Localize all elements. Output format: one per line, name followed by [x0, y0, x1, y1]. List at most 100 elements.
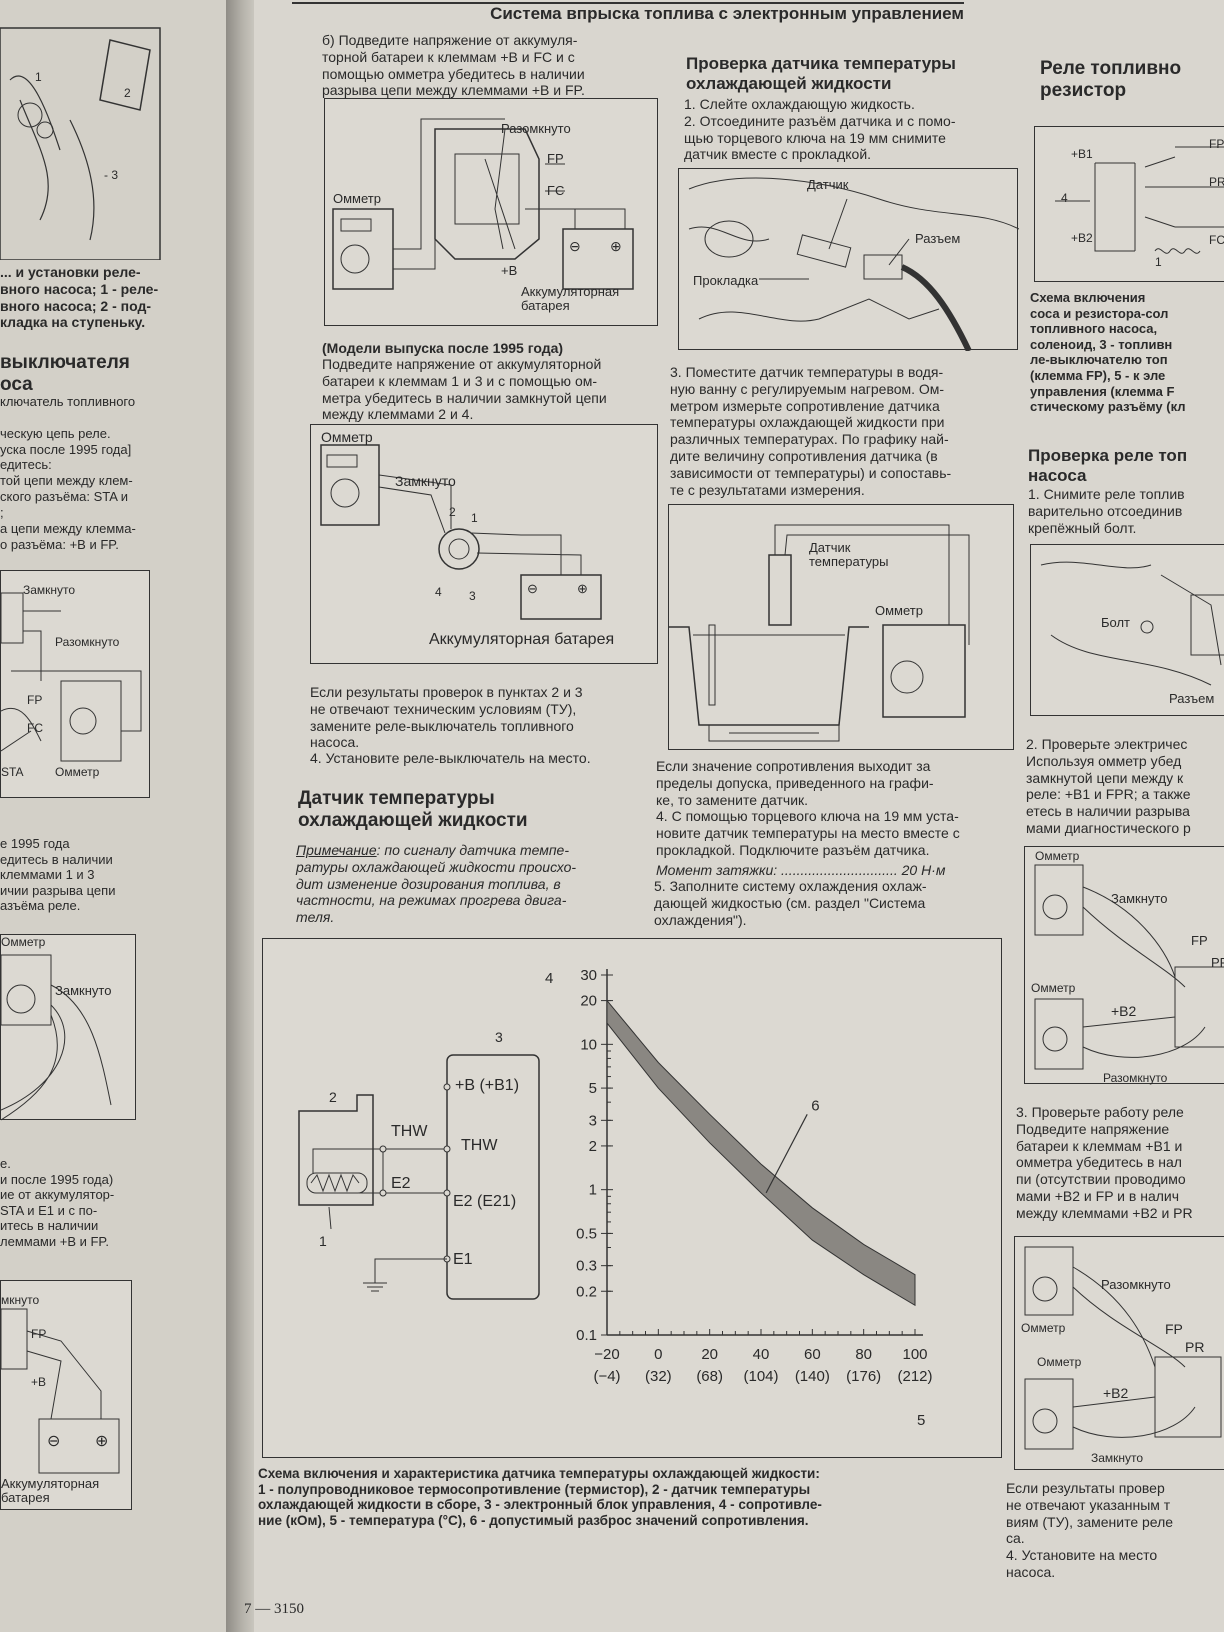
chart-x-tick-label-f: (176) [846, 1368, 881, 1385]
fig-h-open: Разомкнуто [1101, 1277, 1171, 1292]
col1-step4: 4. Установите реле-выключатель на место. [310, 750, 591, 766]
col3-figure-g: Омметр Замкнуто FP PR Омметр +B2 Разомкн… [1024, 846, 1224, 1085]
fig-b-n2: 2 [449, 505, 456, 519]
fig-h-b2: +B2 [1103, 1385, 1129, 1401]
fig-b-n4: 4 [435, 585, 442, 599]
note-label: Примечание [296, 842, 377, 858]
fig-d-ohmmeter: Омметр [875, 603, 923, 618]
left-fig1-sta: STA [1, 765, 24, 779]
fig-g-ohmmeter1: Омметр [1035, 849, 1080, 863]
fig-g-fp: FP [1191, 933, 1208, 948]
fig-g-pr: PR [1211, 955, 1224, 970]
chart-x-tick-label-f: (68) [696, 1368, 723, 1385]
chart-x-tick-label-f: (212) [897, 1368, 932, 1385]
fig-a-battery: Аккумуляторная батарея [521, 284, 620, 314]
chart-y-tick-label: 0.5 [576, 1225, 597, 1242]
left-fig1-ohmmeter: Омметр [55, 765, 100, 779]
fig-e-b2: +B2 [1071, 231, 1093, 245]
col3-step3: 3. Проверьте работу реле Подведите напря… [1016, 1104, 1193, 1221]
left-callout-1: 1 [35, 70, 42, 84]
chart-x-tick-label: −20 [594, 1346, 619, 1363]
note-text: : по сигналу датчика темпе- ратуры охлаж… [296, 842, 577, 926]
left-fig1-fc: FC [27, 721, 43, 735]
chart-y-tick-label: 20 [580, 993, 597, 1010]
chart-y-axis-label: 4 [545, 970, 553, 987]
chart-y-tick-label: 1 [589, 1182, 597, 1199]
col1-para-b: б) Подведите напряжение от аккумуля- тор… [322, 32, 585, 99]
left-fig3-battery: Аккумуляторная батарея [1, 1476, 100, 1506]
chart-x-tick-label-f: (140) [795, 1368, 830, 1385]
fig-a-plus-icon: ⊕ [610, 238, 622, 254]
fig-b-n3: 3 [469, 589, 476, 603]
fig-b-battery: Аккумуляторная батарея [429, 631, 615, 648]
chart-y-tick-label: 3 [589, 1112, 597, 1129]
left-fig3-plus-icon: ⊕ [95, 1433, 109, 1450]
col2-step3: 3. Поместите датчик температуры в водя- … [670, 364, 952, 498]
left-fig1-fp: FP [27, 693, 43, 707]
fig-b-closed: Замкнуто [395, 473, 456, 489]
col1-models-text: Подведите напряжение от аккумуляторной б… [322, 356, 607, 423]
chart-x-tick-label-f: (104) [743, 1368, 778, 1385]
left-figure-3: мкнуто FP +B ⊖ ⊕ Аккумуляторная батарея [0, 1280, 132, 1510]
left-caption-fragment: ... и установки реле- вного насоса; 1 - … [0, 264, 159, 331]
col1-models-heading: (Модели выпуска после 1995 года) [322, 340, 564, 356]
circuit-diagram [298, 1054, 540, 1300]
fig-c-sensor: Датчик [807, 177, 849, 192]
fig-a-minus-icon: ⊖ [569, 238, 581, 254]
col3-figure-f: Болт Разъем [1030, 544, 1224, 716]
fig-a-ohmmeter: Омметр [333, 191, 381, 206]
fig-e-n1: 1 [1155, 255, 1162, 269]
left-callout-2: 2 [124, 86, 131, 100]
left-fig3-fp: FP [31, 1327, 47, 1341]
fig-a-fp: FP [547, 151, 564, 166]
col2-text-after: Если значение сопротивления выходит за п… [656, 758, 960, 858]
sensor-figure: 2 3 1 THW E2 +B (+B1) THW E2 (E21) E1 30… [262, 938, 1002, 1458]
left-figure-1: Замкнуто Разомкнуто FP FC STA Омметр [0, 570, 150, 798]
left-top-drawing [0, 27, 161, 260]
chart-x-tick-label: 100 [902, 1346, 927, 1363]
circuit-thw: THW [391, 1123, 428, 1140]
fig-c-gasket: Прокладка [693, 273, 759, 288]
chart-y-tick-label: 0.2 [576, 1283, 597, 1300]
circuit-term-e1: E1 [453, 1251, 473, 1268]
col3-heading: Реле топливно резистор [1040, 58, 1182, 101]
chart-x-axis-label: 5 [917, 1412, 925, 1429]
left-text-3: е. и после 1995 года) ие от аккумулятор-… [0, 1156, 115, 1249]
fig-d-sensor: Датчик температуры [809, 540, 889, 570]
chart-tolerance-band [606, 999, 916, 1307]
chart-x-tick-label-f: (32) [645, 1368, 672, 1385]
fig-g-b2: +B2 [1111, 1003, 1137, 1019]
fig-g-open: Разомкнуто [1103, 1071, 1168, 1085]
left-text-1: ключатель топливного ческую цепь реле. у… [0, 394, 136, 552]
circuit-term-e2: E2 (E21) [453, 1193, 517, 1210]
fig-h-closed: Замкнуто [1091, 1451, 1144, 1465]
fig-g-ohmmeter2: Омметр [1031, 981, 1076, 995]
left-fig3-closed: мкнуто [1, 1293, 40, 1307]
left-text-2: е 1995 года едитесь в наличии клеммами 1… [0, 836, 116, 914]
col3-text-end: Если результаты провер не отвечают указа… [1006, 1480, 1174, 1580]
torque-label: Момент затяжки: [656, 862, 778, 878]
chart-y-tick-label: 0.1 [576, 1327, 597, 1344]
col3-step1: 1. Снимите реле топлив варительно отсоед… [1028, 486, 1185, 536]
fig-e-fc: FC [1209, 233, 1224, 247]
chart-y-tick-label: 5 [589, 1080, 597, 1097]
chart-x-tick-label: 80 [855, 1346, 872, 1363]
chart-band-leader [765, 1114, 808, 1194]
fig-a-b: +B [501, 263, 518, 278]
left-heading-fragment: выключателя оса [0, 352, 130, 395]
col2-figure-c: Датчик Разъем Прокладка [678, 168, 1019, 351]
figure-caption: Схема включения и характеристика датчика… [258, 1466, 822, 1528]
fig-b-minus-icon: ⊖ [527, 581, 538, 596]
fig-h-fp: FP [1165, 1321, 1183, 1337]
fig-g-closed: Замкнуто [1111, 891, 1168, 906]
resistance-chart: 30201053210.50.30.20.1−20(−4)0(32)20(68)… [545, 967, 933, 1429]
left-fig2-closed: Замкнуто [55, 983, 112, 998]
chart-x-tick-label: 0 [654, 1346, 662, 1363]
gutter [226, 0, 254, 1632]
circuit-term-thw: THW [461, 1137, 498, 1154]
col2-steps12: 1. Слейте охлаждающую жидкость. 2. Отсое… [684, 96, 956, 163]
col3-figure-h: Разомкнуто Омметр FP PR Омметр +B2 Замкн… [1014, 1236, 1224, 1470]
fig-e-b1: +B1 [1071, 147, 1093, 161]
chart-x-tick-label-f: (−4) [593, 1368, 620, 1385]
circuit-e2: E2 [391, 1175, 411, 1192]
